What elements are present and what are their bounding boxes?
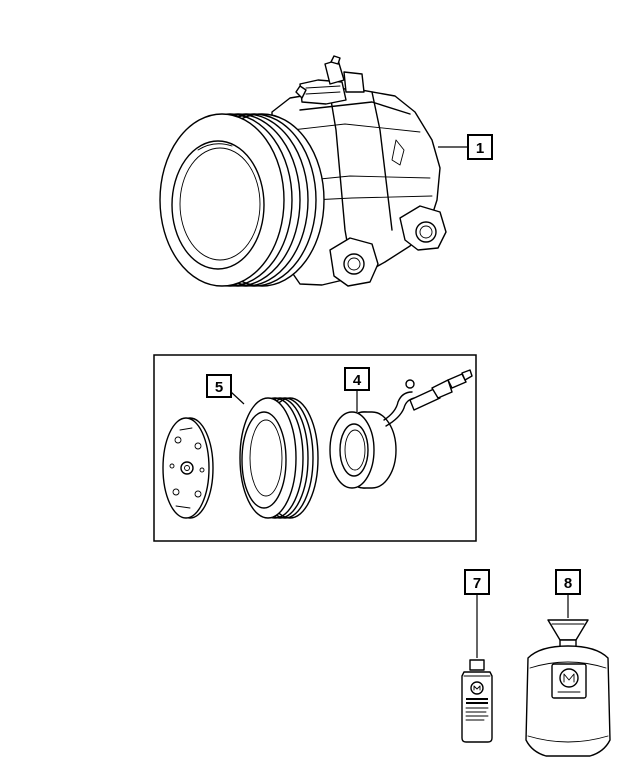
clutch-pulley bbox=[239, 397, 319, 519]
callout-box-7 bbox=[464, 569, 490, 595]
oil-bottle bbox=[461, 659, 493, 743]
callout-label-7: 7 bbox=[473, 575, 481, 592]
field-coil bbox=[329, 369, 473, 489]
callout-box-1 bbox=[467, 134, 493, 160]
leader-line-5 bbox=[230, 391, 245, 405]
callout-1: 1 bbox=[438, 134, 493, 160]
callout-label-5: 5 bbox=[215, 379, 223, 396]
callout-label-4: 4 bbox=[353, 372, 362, 389]
refrigerant-tank bbox=[525, 619, 611, 757]
callout-box-8 bbox=[555, 569, 581, 595]
callout-7: 7 bbox=[464, 569, 490, 658]
callout-5: 5 bbox=[206, 374, 245, 405]
clutch-hub-plate bbox=[162, 417, 214, 519]
callout-8: 8 bbox=[555, 569, 581, 618]
callout-4: 4 bbox=[344, 367, 370, 412]
compressor-assembly bbox=[159, 55, 447, 287]
callout-box-5 bbox=[206, 374, 232, 398]
clutch-kit-frame bbox=[153, 354, 477, 542]
callout-label-8: 8 bbox=[564, 575, 572, 592]
callout-label-1: 1 bbox=[476, 140, 484, 157]
